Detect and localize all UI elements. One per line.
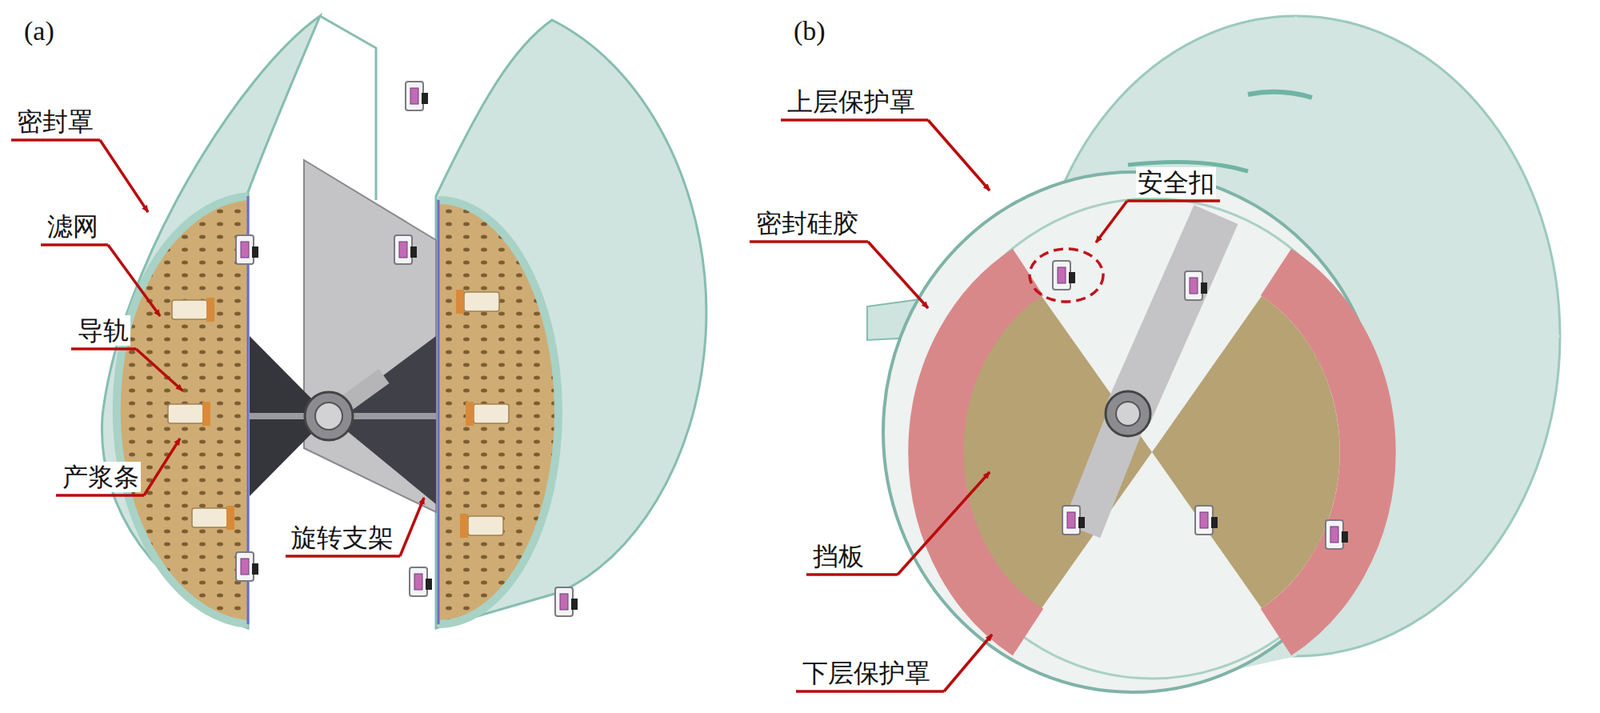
panel-label: (b) bbox=[792, 16, 828, 47]
shaft-b bbox=[1081, 214, 1216, 531]
part-name: 上层保护罩 bbox=[785, 86, 917, 117]
safety-clips-b bbox=[1052, 260, 1348, 549]
highlight-ellipse bbox=[1029, 248, 1104, 302]
safety-clips-a bbox=[236, 81, 578, 616]
panel-label: (a) bbox=[22, 16, 56, 47]
part-name: 产浆条 bbox=[60, 461, 141, 492]
paddles bbox=[168, 292, 509, 536]
part-name: 挡板 bbox=[811, 540, 866, 572]
part-name: 旋转支架 bbox=[289, 522, 396, 553]
part-name: 滤网 bbox=[45, 211, 100, 242]
part-name: 下层保护罩 bbox=[800, 657, 932, 688]
part-name: 密封硅胶 bbox=[754, 208, 860, 239]
rotating-bracket bbox=[248, 160, 439, 624]
rails bbox=[202, 289, 474, 538]
part-name: 密封罩 bbox=[15, 106, 96, 137]
part-name: 安全扣 bbox=[1136, 167, 1216, 198]
part-name: 导轨 bbox=[76, 315, 131, 346]
leaders bbox=[11, 120, 1220, 692]
right-shell bbox=[436, 20, 707, 628]
protective-cover bbox=[867, 16, 1560, 692]
